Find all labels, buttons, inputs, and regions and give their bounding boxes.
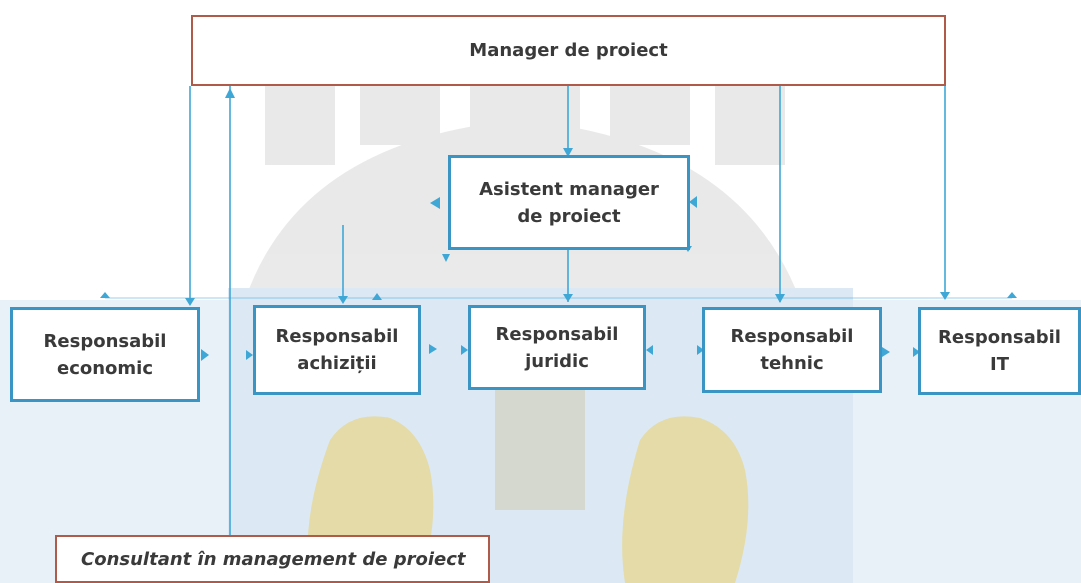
responsabil-tehnic-box: Responsabil tehnic xyxy=(702,307,882,393)
responsabil-achizitii-label: Responsabil achiziții xyxy=(275,326,399,374)
responsabil-it-label: Responsabil IT xyxy=(938,327,1061,375)
responsabil-juridic-label: Responsabil juridic xyxy=(495,323,619,372)
responsabil-economic-box: Responsabil economic xyxy=(10,307,200,402)
consultant-label: Consultant în management de proiect xyxy=(81,548,466,570)
manager-de-proiect-label: Manager de proiect xyxy=(469,40,668,61)
consultant-box: Consultant în management de proiect xyxy=(55,535,490,583)
manager-de-proiect-box: Manager de proiect xyxy=(191,15,946,86)
asistent-manager-box: Asistent manager de proiect xyxy=(448,155,690,250)
responsabil-tehnic-label: Responsabil tehnic xyxy=(730,326,854,374)
asistent-manager-label: Asistent manager de proiect xyxy=(479,178,659,227)
responsabil-economic-label: Responsabil economic xyxy=(43,330,167,379)
responsabil-achizitii-box: Responsabil achiziții xyxy=(253,305,421,395)
responsabil-juridic-box: Responsabil juridic xyxy=(468,305,646,390)
responsabil-it-box: Responsabil IT xyxy=(918,307,1081,395)
